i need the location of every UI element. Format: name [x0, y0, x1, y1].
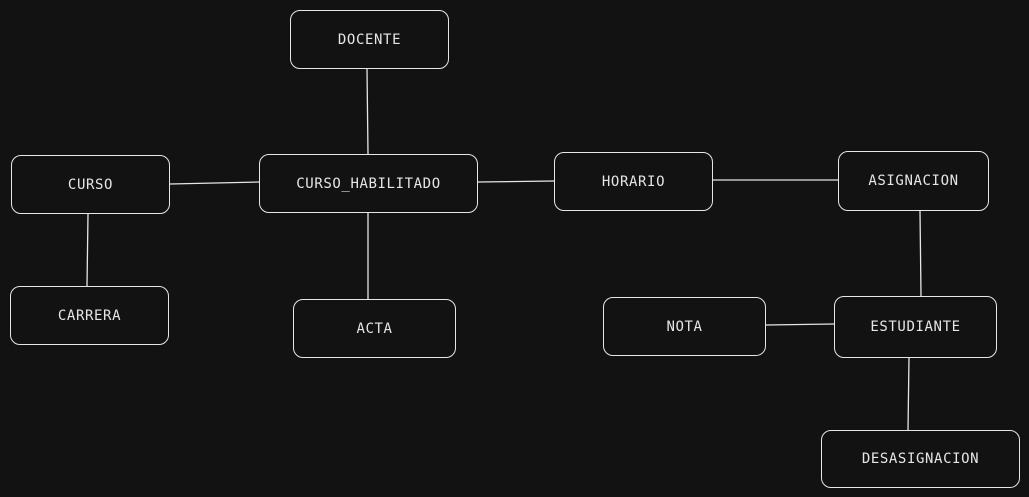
edge-asignacion-estudiante: [919, 210, 922, 297]
node-label: ASIGNACION: [868, 173, 959, 189]
node-carrera[interactable]: CARRERA: [10, 286, 169, 345]
node-docente[interactable]: DOCENTE: [290, 10, 449, 69]
node-acta[interactable]: ACTA: [293, 299, 456, 358]
node-estudiante[interactable]: ESTUDIANTE: [834, 296, 997, 358]
node-label: NOTA: [666, 318, 703, 335]
edge-curso-habilitado-horario: [477, 180, 555, 183]
node-asignacion[interactable]: ASIGNACION: [838, 151, 989, 211]
edge-nota-estudiante: [765, 323, 835, 326]
node-label: DOCENTE: [337, 31, 402, 48]
node-label: CARRERA: [57, 307, 122, 324]
node-label: CURSO_HABILITADO: [296, 175, 441, 192]
node-label: ACTA: [356, 320, 393, 337]
node-curso[interactable]: CURSO: [11, 155, 170, 214]
node-curso-habilitado[interactable]: CURSO_HABILITADO: [259, 154, 478, 213]
node-nota[interactable]: NOTA: [603, 297, 766, 356]
edge-curso-curso-habilitado: [169, 181, 260, 185]
edge-estudiante-desasignacion: [907, 357, 910, 431]
edge-curso-carrera: [86, 213, 89, 287]
node-desasignacion[interactable]: DESASIGNACION: [821, 430, 1020, 488]
node-label: ESTUDIANTE: [870, 319, 961, 335]
node-label: DESASIGNACION: [861, 451, 980, 467]
node-label: CURSO: [67, 176, 114, 193]
node-horario[interactable]: HORARIO: [554, 152, 713, 211]
edge-docente-curso-habilitado: [366, 68, 369, 155]
node-label: HORARIO: [601, 173, 666, 190]
